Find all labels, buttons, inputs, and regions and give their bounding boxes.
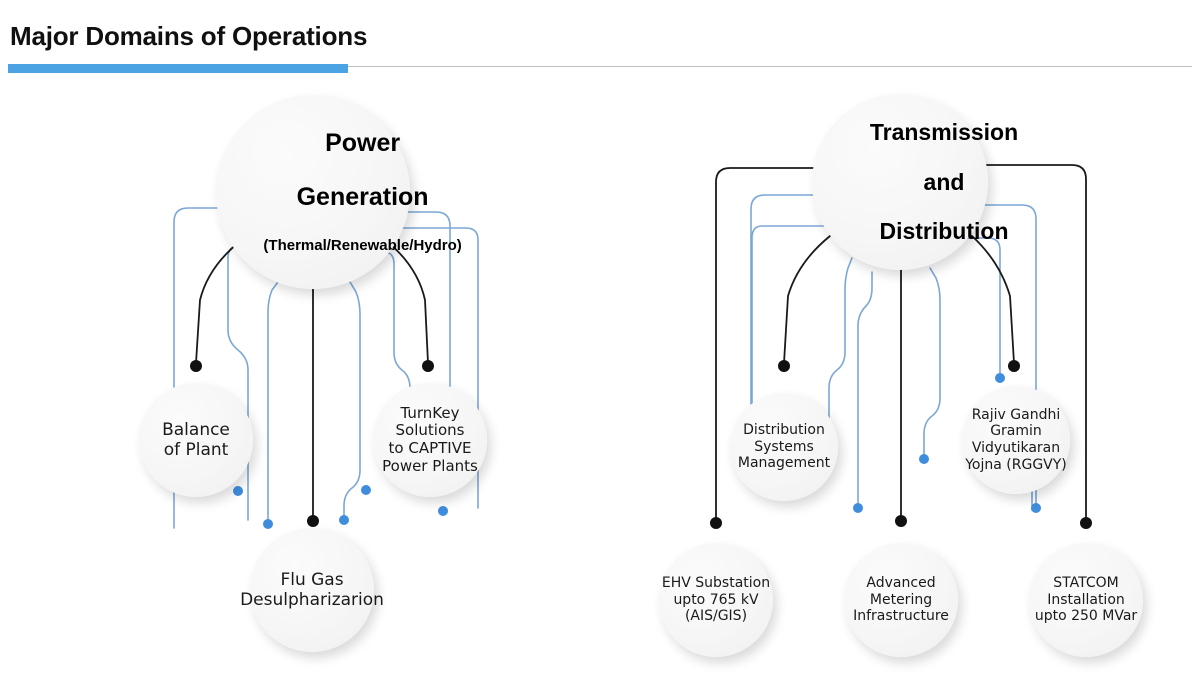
node-balance-of-plant[interactable]: Balance of Plant [139, 383, 253, 497]
td-line1: Transmission [869, 118, 1019, 145]
left-blue-wires [173, 207, 479, 529]
node-ehv-substation[interactable]: EHV Substation upto 765 kV (AIS/GIS) [659, 543, 773, 657]
node-ehv-substation-label: EHV Substation upto 765 kV (AIS/GIS) [661, 575, 771, 625]
node-distribution-systems-management-label: Distribution Systems Management [737, 422, 831, 472]
title-accent-bar [8, 64, 348, 73]
right-black-wires [715, 164, 1087, 521]
node-flu-gas-desulpharizarion-label: Flu Gas Desulpharizarion [240, 569, 384, 610]
node-transmission-and-distribution[interactable]: Transmission and Distribution [812, 94, 1018, 270]
node-balance-of-plant-label: Balance of Plant [162, 419, 230, 460]
td-line3: Distribution [879, 218, 1009, 245]
node-statcom-installation[interactable]: STATCOM Installation upto 250 MVar [1029, 543, 1143, 657]
pg-line2: Generation [296, 182, 429, 211]
node-turnkey-solutions-captive-label: TurnKey Solutions to CAPTIVE Power Plant… [382, 403, 478, 475]
node-transmission-and-distribution-label: Transmission and Distribution [812, 120, 1018, 244]
node-statcom-installation-label: STATCOM Installation upto 250 MVar [1034, 575, 1138, 625]
node-rajiv-gandhi-gramin-vidyutikaran-yojna-label: Rajiv Gandhi Gramin Vidyutikaran Yojna (… [965, 406, 1067, 473]
pg-line1: Power [325, 128, 401, 157]
left-black-dots [190, 360, 434, 527]
node-power-generation[interactable]: Power Generation (Thermal/Renewable/Hydr… [214, 95, 462, 289]
node-rajiv-gandhi-gramin-vidyutikaran-yojna[interactable]: Rajiv Gandhi Gramin Vidyutikaran Yojna (… [962, 386, 1070, 494]
page-title: Major Domains of Operations [10, 21, 368, 51]
right-black-dots [710, 360, 1092, 529]
node-advanced-metering-infrastructure[interactable]: Advanced Metering Infrastructure [844, 543, 958, 657]
node-power-generation-label: Power Generation (Thermal/Renewable/Hydr… [214, 129, 461, 254]
left-black-wires [195, 242, 429, 519]
right-blue-wires [750, 194, 1037, 511]
slide-header: Major Domains of Operations [0, 0, 1200, 84]
node-advanced-metering-infrastructure-label: Advanced Metering Infrastructure [853, 575, 949, 625]
right-blue-dots [824, 373, 1041, 513]
node-distribution-systems-management[interactable]: Distribution Systems Management [730, 393, 838, 501]
title-rule [8, 66, 1192, 67]
td-line2: and [923, 168, 965, 195]
node-flu-gas-desulpharizarion[interactable]: Flu Gas Desulpharizarion [240, 528, 384, 652]
pg-subtitle: (Thermal/Renewable/Hydro) [263, 236, 462, 254]
node-turnkey-solutions-captive[interactable]: TurnKey Solutions to CAPTIVE Power Plant… [373, 383, 487, 497]
